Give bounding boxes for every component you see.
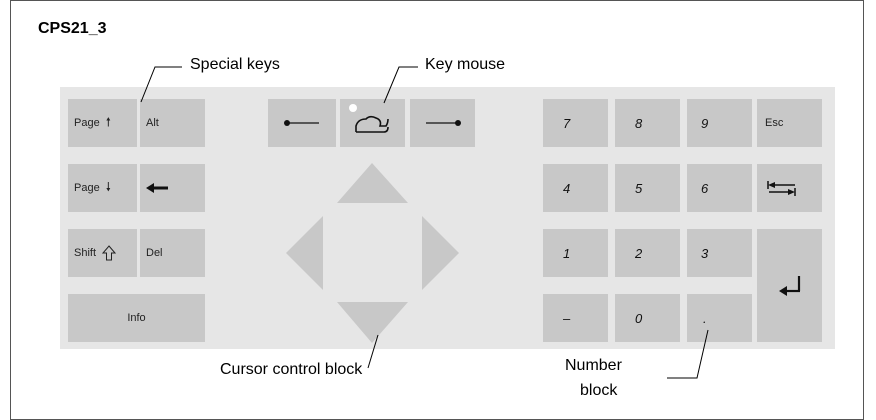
number-block-callout-line2: block: [580, 382, 618, 399]
shift-icon: [102, 245, 117, 261]
esc-key[interactable]: Esc: [757, 99, 822, 147]
cursor-control-block: [286, 163, 459, 343]
shift-key[interactable]: Shift: [68, 229, 137, 277]
page-down-key[interactable]: Page 🠗: [68, 164, 137, 212]
num-3-key[interactable]: 3: [687, 229, 752, 277]
page-down-label: Page: [74, 182, 100, 194]
num-6-label: 6: [701, 180, 709, 196]
num-1-key[interactable]: 1: [543, 229, 608, 277]
num-8-label: 8: [635, 115, 643, 131]
num-1-label: 1: [563, 245, 571, 261]
number-block-callout-line1: Number: [565, 357, 622, 374]
num-0-key[interactable]: 0: [615, 294, 680, 342]
tab-icon: [767, 181, 796, 196]
cursor-up-key[interactable]: [337, 163, 408, 203]
shift-label: Shift: [74, 247, 97, 259]
decimal-label: .: [703, 310, 707, 326]
esc-label: Esc: [765, 117, 784, 129]
special-keys-callout: Special keys: [190, 56, 280, 73]
enter-key[interactable]: [757, 229, 822, 342]
minus-label: –: [563, 310, 571, 326]
cursor-left-key[interactable]: [286, 216, 323, 290]
num-2-label: 2: [635, 245, 643, 261]
special-keys-leader: [140, 66, 182, 103]
num-4-label: 4: [563, 180, 571, 196]
key-mouse-leader: [383, 66, 418, 104]
info-label: Info: [127, 312, 146, 324]
del-key[interactable]: Del: [140, 229, 205, 277]
num-6-key[interactable]: 6: [687, 164, 752, 212]
num-5-key[interactable]: 5: [615, 164, 680, 212]
num-3-label: 3: [701, 245, 709, 261]
alt-key[interactable]: Alt: [140, 99, 205, 147]
enter-icon: [778, 275, 800, 296]
key-mouse-callout: Key mouse: [425, 56, 506, 73]
figure-title: CPS21_3: [38, 20, 107, 37]
line-dot-right-icon: [425, 120, 461, 126]
mouse-right-key[interactable]: [410, 99, 475, 147]
minus-key[interactable]: –: [543, 294, 608, 342]
page-up-label: Page: [74, 117, 100, 129]
cursor-control-leader: [367, 334, 379, 369]
number-block-leader: [667, 329, 709, 379]
mouse-icon: [349, 104, 389, 133]
num-4-key[interactable]: 4: [543, 164, 608, 212]
num-7-key[interactable]: 7: [543, 99, 608, 147]
backspace-icon: [146, 183, 168, 193]
info-key[interactable]: Info: [68, 294, 205, 342]
cursor-control-block-callout: Cursor control block: [220, 361, 363, 378]
decimal-key[interactable]: .: [687, 294, 752, 342]
num-7-label: 7: [563, 115, 571, 131]
arrow-up-icon: 🠕: [105, 114, 111, 129]
num-5-label: 5: [635, 180, 643, 196]
alt-label: Alt: [146, 117, 159, 129]
del-label: Del: [146, 247, 163, 259]
num-9-key[interactable]: 9: [687, 99, 752, 147]
num-9-label: 9: [701, 115, 709, 131]
backspace-key[interactable]: [140, 164, 205, 212]
cursor-right-key[interactable]: [422, 216, 459, 290]
num-2-key[interactable]: 2: [615, 229, 680, 277]
page-up-key[interactable]: Page 🠕: [68, 99, 137, 147]
tab-key[interactable]: [757, 164, 822, 212]
key-mouse-key[interactable]: [340, 99, 405, 147]
arrow-down-icon: 🠗: [105, 179, 111, 194]
cursor-down-key[interactable]: [337, 302, 408, 343]
line-dot-left-icon: [284, 120, 319, 126]
mouse-left-key[interactable]: [268, 99, 336, 147]
num-8-key[interactable]: 8: [615, 99, 680, 147]
num-0-label: 0: [635, 310, 643, 326]
leader-lines: [140, 66, 709, 379]
